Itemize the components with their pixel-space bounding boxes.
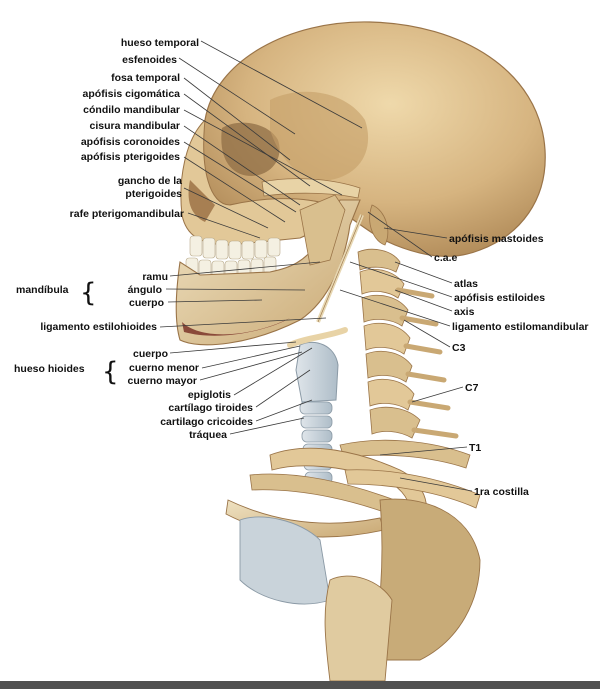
ribs bbox=[249, 439, 481, 525]
trachea bbox=[299, 401, 333, 485]
label-apofisis-pterigoides: apófisis pterigoides bbox=[81, 151, 180, 163]
upper-teeth bbox=[189, 235, 281, 260]
group-labels: mandíbula { hueso hioides { bbox=[14, 278, 119, 387]
label-cuerpo-hioides: cuerpo bbox=[133, 348, 168, 360]
label-cae: c.a.e bbox=[434, 252, 458, 264]
right-labels: apófisis mastoides c.a.e atlas apófisis … bbox=[434, 233, 589, 498]
temporal-fossa bbox=[270, 91, 369, 181]
label-apofisis-coronoides: apófisis coronoides bbox=[81, 136, 180, 148]
label-apofisis-estiloides: apófisis estiloides bbox=[454, 292, 545, 304]
label-hueso-temporal: hueso temporal bbox=[121, 37, 199, 49]
mouth bbox=[182, 318, 290, 336]
label-hueso-hioides: hueso hioides bbox=[14, 363, 85, 375]
larynx bbox=[295, 341, 339, 403]
label-axis: axis bbox=[454, 306, 475, 318]
label-apofisis-mastoides: apófisis mastoides bbox=[449, 233, 544, 245]
label-traquea: tráquea bbox=[189, 429, 227, 441]
nasal bbox=[188, 180, 215, 222]
cervical-spine bbox=[357, 248, 459, 439]
label-angulo: ángulo bbox=[128, 284, 162, 296]
label-cartilago-cricoides: cartilago cricoides bbox=[160, 416, 253, 428]
neck-illustration bbox=[225, 248, 481, 682]
label-condilo-mandibular: cóndilo mandibular bbox=[83, 104, 180, 116]
hyoid bbox=[287, 327, 348, 348]
label-ligamento-estilohioides: ligamento estilohioides bbox=[40, 321, 157, 333]
label-t1: T1 bbox=[469, 442, 481, 454]
leader-lines bbox=[159, 40, 473, 492]
label-cuerno-menor: cuerno menor bbox=[129, 362, 199, 374]
label-gancho-pterigoides-2: pterigoides bbox=[125, 188, 182, 200]
label-ligamento-estilomandibular: ligamento estilomandibular bbox=[452, 321, 589, 333]
brace-mandibula: { bbox=[80, 278, 97, 308]
skull-illustration bbox=[175, 21, 546, 346]
scapula bbox=[369, 498, 481, 661]
mastoid bbox=[369, 204, 389, 246]
label-atlas: atlas bbox=[454, 278, 478, 290]
zygomatic-arch bbox=[261, 178, 361, 199]
label-cuerpo-mandibula: cuerpo bbox=[129, 297, 164, 309]
left-labels: hueso temporal esfenoides fosa temporal … bbox=[40, 37, 253, 441]
label-c3: C3 bbox=[452, 342, 466, 354]
label-rafe-pterigomandibular: rafe pterigomandibular bbox=[70, 208, 184, 220]
label-esfenoides: esfenoides bbox=[122, 54, 177, 66]
label-fosa-temporal: fosa temporal bbox=[111, 72, 180, 84]
label-1ra-costilla: 1ra costilla bbox=[474, 486, 529, 498]
label-cuerno-mayor: cuerno mayor bbox=[128, 375, 197, 387]
label-cartilago-tiroides: cartílago tiroides bbox=[168, 402, 253, 414]
bottom-bar bbox=[0, 681, 600, 689]
label-ramu: ramu bbox=[142, 271, 168, 283]
label-gancho-pterigoides-1: gancho de la bbox=[118, 175, 182, 187]
orbit bbox=[221, 122, 280, 176]
label-apofisis-cigomatica: apófisis cigomática bbox=[83, 88, 181, 100]
brace-hueso-hioides: { bbox=[102, 357, 119, 387]
label-cisura-mandibular: cisura mandibular bbox=[90, 120, 180, 132]
label-mandibula: mandíbula bbox=[16, 284, 69, 296]
label-epiglotis: epiglotis bbox=[188, 389, 231, 401]
humerus bbox=[324, 575, 393, 682]
mandible-ramus bbox=[299, 194, 346, 266]
label-c7: C7 bbox=[465, 382, 479, 394]
